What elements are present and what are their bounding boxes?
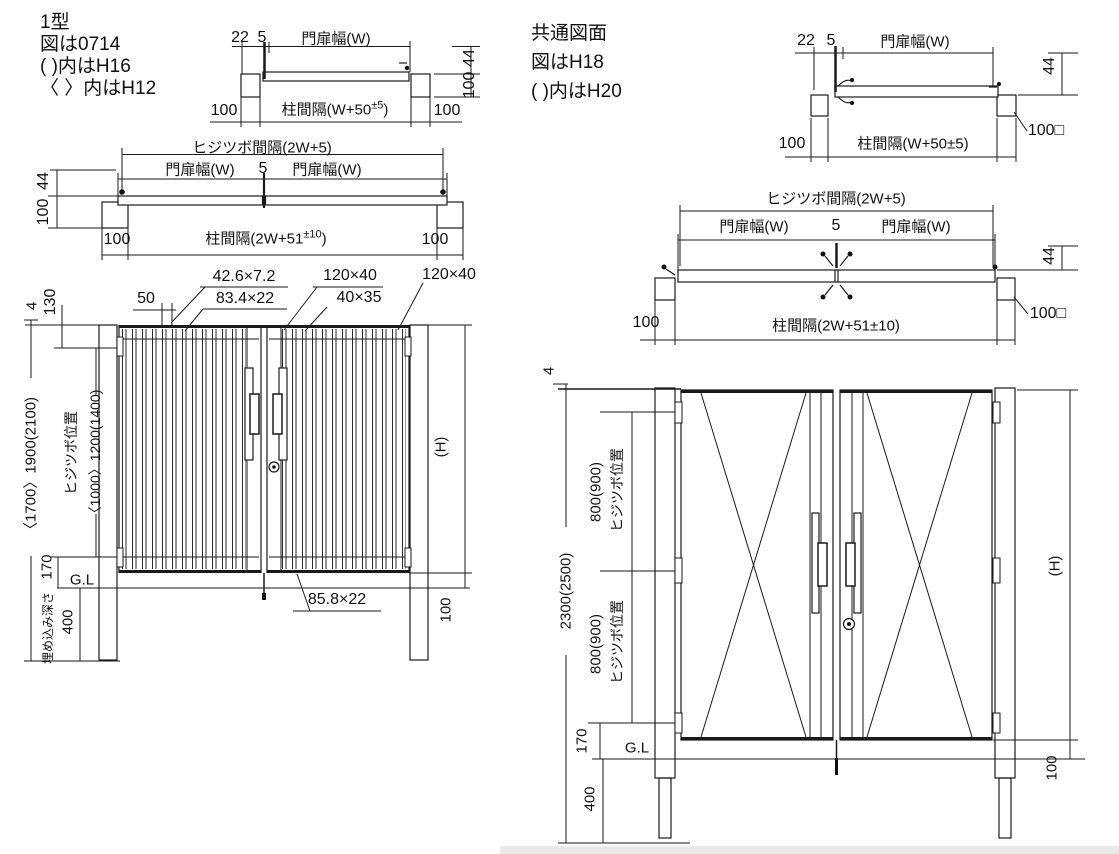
dim-100-left: 100 [103,231,131,248]
right-elevation-cross-gate [500,383,1119,854]
right-plan-double-leaf [640,205,1078,345]
left-plan-double-leaf [48,148,464,260]
dim-pillar-spacing: 柱間隔(2W+51±10) [772,317,900,335]
dim-5: 5 [826,32,836,49]
label-ground-line: G.L [69,571,95,589]
dim-100-clearance: 100 [437,597,455,623]
label-hinge-position: ヒジツボ位置 [63,411,79,495]
dim-5-center: 5 [831,217,841,234]
dim-44: 44 [461,49,478,67]
dim-100: 100 [461,71,478,99]
dim-4: 4 [540,366,558,376]
dim-100-left: 100 [210,102,238,119]
dim-hinge-span-upper: 800(900) [587,461,605,523]
dim-100-right: 100 [421,231,449,248]
label-embed-depth: 埋め込み深さ [41,591,55,665]
dim-44: 44 [35,172,52,190]
dim-5-center: 5 [258,160,268,177]
part-size-slat-top: 42.6×7.2 [212,268,276,285]
dim-44: 44 [1041,247,1058,265]
left-title-note-paren: ( )内はH16 [40,56,131,77]
left-title-figure: 図は0714 [40,34,121,55]
dim-door-height: (H) [432,436,450,458]
dim-hinge-spacing: ヒジツボ間隔(2W+5) [192,139,332,157]
dim-door-width-right: 門扉幅(W) [292,161,362,179]
right-plan-single-leaf [785,46,1078,162]
dim-100-left: 100 [778,135,806,152]
left-elevation-slat-gate [24,282,472,662]
dim-overall-height: 〈1700〉1900(2100) [22,396,40,538]
part-size-post: 120×40 [422,266,476,283]
dim-overall-height: 2300(2500) [557,552,575,630]
dim-door-height: (H) [1046,555,1064,577]
dim-hinge-spacing: ヒジツボ間隔(2W+5) [766,190,906,208]
left-title-note-angle: 〈 〉内はH12 [40,78,157,99]
dim-pillar-spacing: 柱間隔(2W+51±10) [205,228,327,248]
dim-400: 400 [581,786,599,812]
dim-130: 130 [42,288,59,316]
dim-100-clearance: 100 [1043,755,1061,781]
dim-door-width: 門扉幅(W) [301,30,371,48]
label-hinge-position-upper: ヒジツボ位置 [609,448,625,532]
dim-22: 22 [231,29,249,46]
right-title-figure: 図はH18 [531,52,604,73]
right-title-common: 共通図面 [531,23,608,44]
left-plan-single-leaf [210,41,480,127]
pillar-tolerance: ±10 [303,228,322,241]
dim-4: 4 [23,301,41,311]
pillar-text: 柱間隔(W+50 [281,101,372,119]
dim-400: 400 [59,609,77,635]
pillar-close: ) [383,101,389,119]
pillar-close: ) [321,230,327,248]
dim-100-right: 100 [433,102,461,119]
dim-door-width-right: 門扉幅(W) [881,218,951,236]
part-size-frame: 120×40 [323,267,377,284]
part-size-crosspiece: 40×35 [336,289,382,306]
dim-5: 5 [257,29,267,46]
right-title-note-paren: ( )内はH20 [531,81,622,102]
dim-hinge-height: 〈1000〉1200(1400) [87,389,103,521]
part-size-bottom-rail: 85.8×22 [307,591,367,608]
dim-door-width-left: 門扉幅(W) [165,161,235,179]
part-size-slat-wide: 83.4×22 [215,290,275,307]
left-title-type: 1型 [40,12,70,33]
dim-pillar-spacing: 柱間隔(W+50±5) [281,99,389,119]
pillar-text: 柱間隔(2W+51 [205,230,304,248]
dim-44: 44 [1041,57,1058,75]
dim-100: 100 [35,198,52,226]
label-post-size: 100□ [1029,305,1067,322]
dim-170: 170 [573,728,591,754]
dim-pillar-spacing: 柱間隔(W+50±5) [857,135,969,153]
label-hinge-position-lower: ヒジツボ位置 [609,600,625,684]
dim-170: 170 [38,554,56,580]
dim-100-left: 100 [632,314,660,331]
label-post-size: 100□ [1027,122,1065,139]
dim-hinge-span-lower: 800(900) [587,613,605,675]
pillar-tolerance: ±5 [371,99,384,112]
dim-door-width: 門扉幅(W) [880,33,950,51]
label-ground-line: G.L [624,739,650,757]
dim-door-width-left: 門扉幅(W) [719,218,789,236]
dim-22: 22 [797,32,815,49]
dim-50-slat-pitch: 50 [137,290,155,307]
